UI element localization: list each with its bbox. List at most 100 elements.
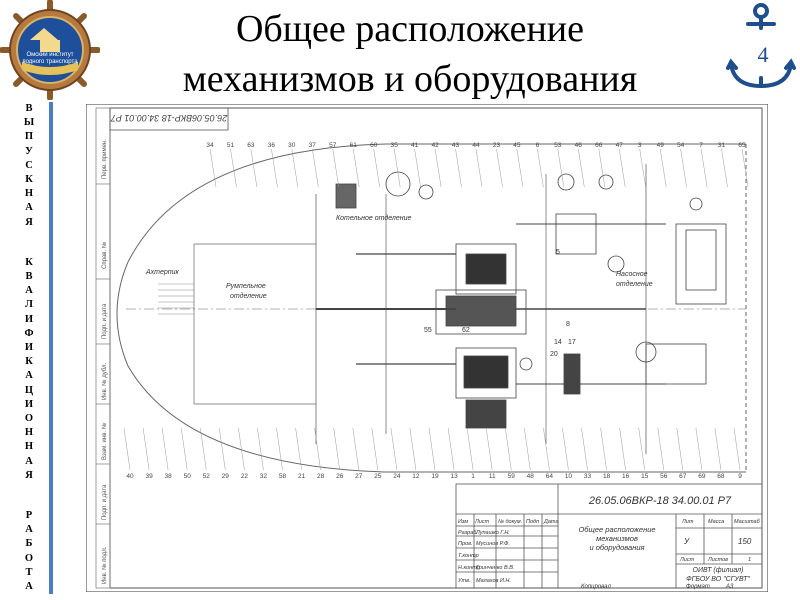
room-kotelnoe: Котельное отделение [336,214,411,222]
top-callout: 51 [227,142,235,149]
page-title: Общее расположение механизмов и оборудов… [120,4,700,104]
sheet-label: Лист [679,557,695,563]
role-utv: Утв. [457,578,471,584]
callout-leader-line [314,427,321,471]
stamp-code: 26.05.06ВКР-18 34.00.01 Р7 [588,495,732,507]
callout-leader-line [557,148,565,188]
callout-leader-line [409,427,417,471]
callout-leader-line [657,427,665,471]
callout-20: 20 [550,351,558,358]
callout-leader-line [390,427,398,471]
callout-leader-line [428,427,436,471]
bottom-callout: 11 [489,473,496,480]
callout-leader-line [393,148,401,188]
callout-leader-line [373,148,380,188]
logo-text-line2: водного транспорта [22,59,78,65]
strip-label-5: Взам. инв. № [101,423,108,460]
title-block [455,483,763,589]
bottom-callout: 48 [527,473,535,480]
scale-value: 150 [738,537,752,546]
room-rulevoe-line2: отделение [230,292,267,300]
callout-leader-line [123,427,131,471]
callout-8: 8 [566,321,570,328]
callout-leader-line [516,148,524,188]
callout-leader-line [142,427,150,471]
row-list: Лист [474,519,490,525]
name-razrab: Лупашко Г.Н. [475,530,510,536]
callout-leader-line [271,148,278,188]
anchor-icon [726,3,796,89]
callout-leader-line [475,148,483,188]
lit-value: У [683,537,690,546]
name-nkontr: Гринченко В.В. [476,565,514,571]
role-razrab: Разраб. [458,530,478,536]
callout-leader-line [257,427,264,471]
top-callout: 37 [309,142,317,149]
bottom-callout: 69 [698,473,706,480]
callout-5: 5 [556,249,560,256]
bottom-callout: 52 [203,473,211,480]
callout-leader-line [312,148,319,188]
institute-logo: Омский институт водного транспорта [0,0,100,100]
callout-leader-line [295,427,302,471]
top-callout: 46 [575,142,583,149]
mass-label: Масса [708,519,724,525]
side-caption-word-2: КВАЛИФИКАЦИОННАЯ [24,256,34,481]
row-sign: Подп [526,519,539,525]
callout-leader-line [447,427,455,471]
sheets-label: Листов [707,557,728,563]
top-callout: 45 [513,142,521,149]
rotated-stamp-code: 26.05.06ВКР-18 34.00.01 Р7 [110,113,228,123]
callout-leader-line [537,148,544,188]
row-date: Дата [543,519,559,525]
format-value: А3 [725,584,734,590]
bottom-callout: 12 [412,473,420,480]
callout-leader-line [659,148,667,188]
room-nasosnoe-line2: отделение [616,280,653,288]
strip-label-2: Справ. № [101,242,108,269]
callout-leader-line [598,148,606,188]
strip-label-1: Перв. примен. [102,139,108,179]
bottom-callout: 13 [450,473,458,480]
room-rulevoe-line1: Румпельное [226,283,266,290]
callout-leader-line [333,427,340,471]
callout-leader-line [600,427,607,471]
side-caption-word-1: ВЫПУСКНАЯ [23,103,35,228]
doc-title-line2: механизмов [596,534,638,543]
left-strip [95,107,111,589]
strip-label-4: Инв. № дубл. [101,363,108,400]
top-callout: 41 [411,142,419,149]
title-line-1: Общее расположение [235,8,584,50]
callout-leader-line [618,148,626,188]
callout-leader-line [733,427,741,471]
callout-leader-line [680,148,687,188]
doc-title-line1: Общее расположение [578,525,655,534]
bottom-callout: 68 [717,473,725,480]
callout-leader-line [200,427,207,471]
callout-leader-line [505,427,512,471]
callout-leader-line [238,427,245,471]
doc-title-line3: и оборудования [589,543,644,552]
callout-leader-line [721,148,728,188]
bottom-callout: 38 [164,473,172,480]
bottom-callout: 32 [260,473,268,480]
bottom-callout: 67 [679,473,687,480]
callout-leader-line [619,427,626,471]
top-callout: 31 [718,142,726,149]
bottom-callout: 15 [641,473,649,480]
callout-leader-line [466,427,474,471]
title-line-2: механизмов и оборудования [182,58,638,100]
callout-leader-line [676,427,684,471]
copied-label: Копировал [581,584,611,590]
callout-leader-line [219,427,226,471]
page-number: 4 [757,42,769,67]
bottom-callout: 27 [355,473,363,480]
callout-14: 14 [554,339,562,346]
top-callout: 61 [350,142,358,149]
callout-leader-line [209,148,217,188]
sheets-value: 1 [748,557,751,563]
bottom-callout: 64 [546,473,554,480]
top-callout: 42 [431,142,439,149]
